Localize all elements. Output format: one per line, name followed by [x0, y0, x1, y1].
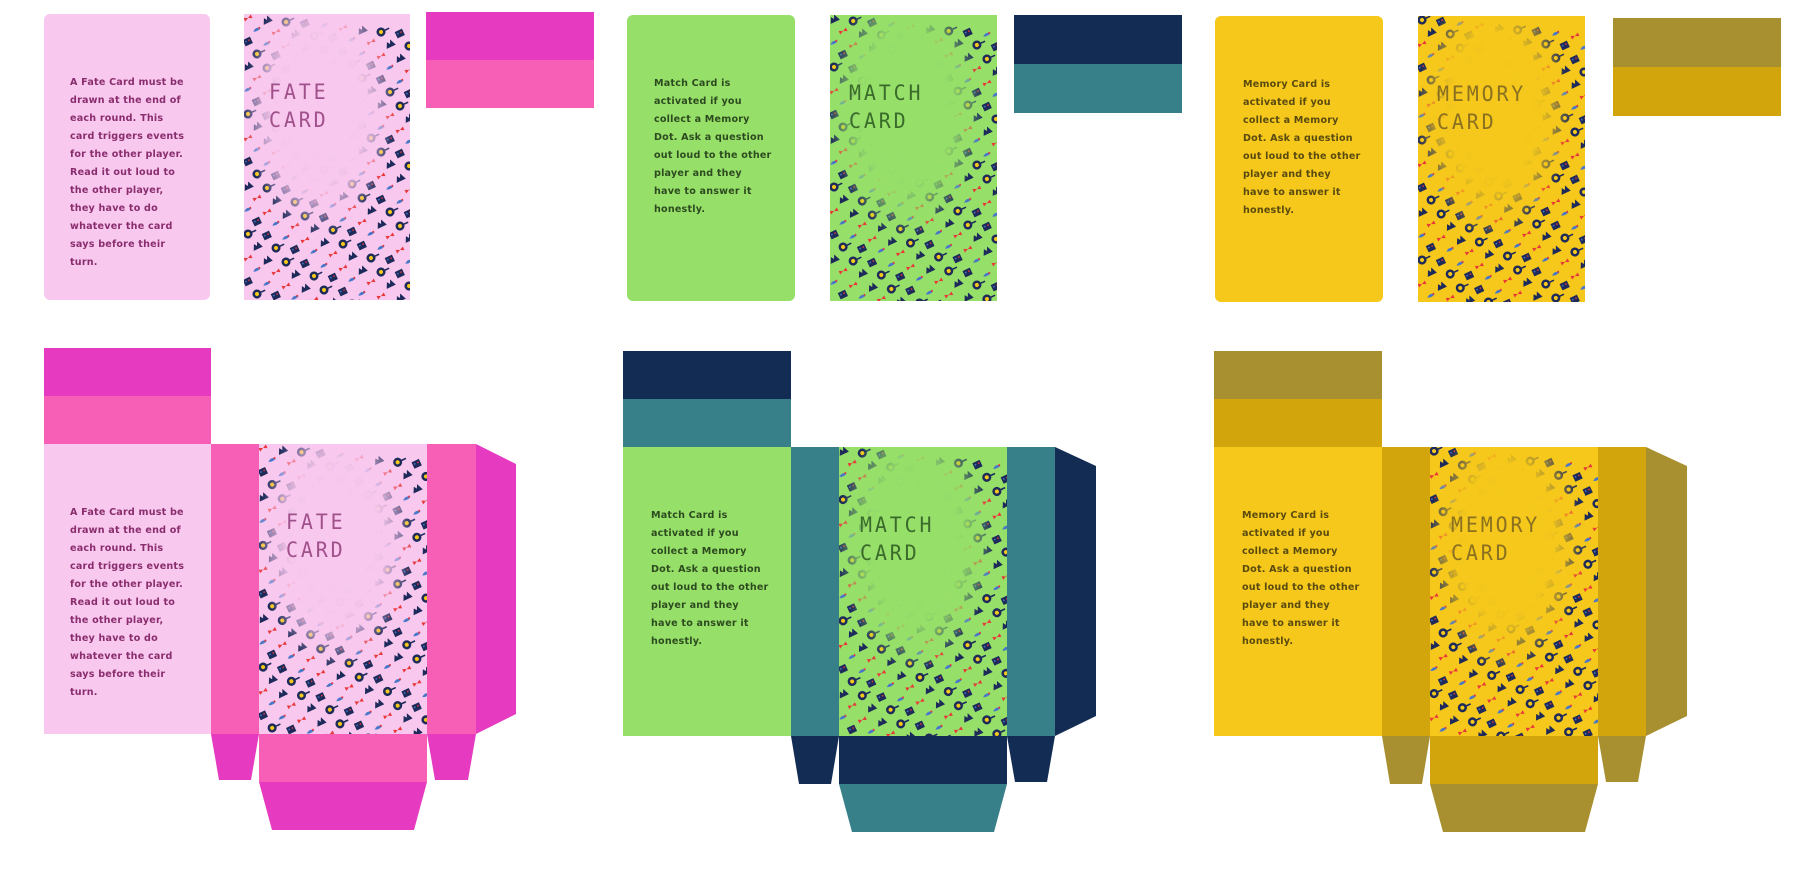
fate-card-front: FATE CARD	[244, 14, 410, 300]
card-title-line2: CARD	[860, 541, 920, 565]
match-card-front: MATCH CARD	[830, 15, 997, 301]
box-back-panel: Memory Card is activated if you collect …	[1214, 447, 1382, 736]
card-title-line2: CARD	[1451, 541, 1511, 565]
box-bottom-tab	[427, 734, 476, 780]
icon-pattern	[244, 14, 410, 300]
icon-pattern	[830, 15, 997, 301]
box-bottom-tab	[1007, 736, 1055, 782]
color-swatch	[426, 12, 594, 108]
card-title: MATCH CARD	[849, 79, 923, 135]
swatch-dark	[1613, 18, 1781, 67]
box-bottom-flap	[839, 736, 1007, 784]
fate-card-back: A Fate Card must be drawn at the end of …	[44, 14, 210, 300]
icon-pattern	[1430, 447, 1598, 736]
card-title: FATE CARD	[269, 78, 328, 134]
box-bottom-flap	[259, 734, 427, 782]
card-title: MEMORY CARD	[1437, 80, 1526, 136]
box-bottom-tab	[791, 736, 839, 784]
box-side-panel	[211, 444, 259, 734]
box-side-panel	[1598, 447, 1646, 736]
card-description: A Fate Card must be drawn at the end of …	[70, 77, 185, 268]
box-top-flap-fold	[623, 399, 791, 447]
box-side-panel	[1007, 447, 1055, 736]
card-title: FATE CARD	[286, 508, 345, 564]
box-front-panel: MATCH CARD	[839, 447, 1007, 736]
card-title-line1: MATCH	[860, 513, 935, 537]
card-title-line1: MATCH	[849, 81, 924, 105]
memory-card-front: MEMORY CARD	[1418, 16, 1585, 302]
card-title-line2: CARD	[269, 108, 329, 132]
box-top-flap	[1214, 351, 1382, 399]
box-top-flap-fold	[44, 396, 211, 444]
card-title-line2: CARD	[849, 109, 909, 133]
box-bottom-closure	[1430, 784, 1598, 832]
card-description: Memory Card is activated if you collect …	[1242, 510, 1360, 647]
box-bottom-tab	[1598, 736, 1646, 782]
swatch-light	[1613, 67, 1781, 116]
color-swatch	[1613, 18, 1781, 116]
card-title: MEMORY CARD	[1451, 511, 1540, 567]
card-title-line1: FATE	[286, 510, 346, 534]
box-bottom-closure	[259, 782, 427, 830]
card-title-line1: MEMORY	[1437, 82, 1527, 106]
card-title-line2: CARD	[286, 538, 346, 562]
box-back-panel: Match Card is activated if you collect a…	[623, 447, 791, 736]
box-front-panel: MEMORY CARD	[1430, 447, 1598, 736]
box-front-panel: FATE CARD	[259, 444, 427, 734]
swatch-dark	[426, 12, 594, 60]
icon-pattern	[1418, 16, 1585, 302]
box-glue-flap	[1646, 447, 1687, 736]
box-bottom-tab	[1382, 736, 1430, 784]
box-back-panel: A Fate Card must be drawn at the end of …	[44, 444, 211, 734]
box-side-panel	[427, 444, 476, 734]
box-bottom-tab	[211, 734, 259, 780]
card-title: MATCH CARD	[860, 511, 934, 567]
card-description: Match Card is activated if you collect a…	[651, 510, 769, 647]
swatch-light	[426, 60, 594, 108]
box-bottom-flap	[1430, 736, 1598, 784]
card-description: Match Card is activated if you collect a…	[654, 78, 772, 215]
swatch-dark	[1014, 15, 1182, 64]
box-top-flap	[44, 348, 211, 396]
card-description: Memory Card is activated if you collect …	[1243, 79, 1361, 216]
box-top-flap	[623, 351, 791, 399]
color-swatch	[1014, 15, 1182, 113]
icon-pattern	[839, 447, 1007, 736]
box-glue-flap	[476, 444, 516, 734]
card-title-line1: MEMORY	[1451, 513, 1541, 537]
icon-pattern	[259, 444, 427, 734]
box-top-flap-fold	[1214, 399, 1382, 447]
swatch-light	[1014, 64, 1182, 113]
match-card-back: Match Card is activated if you collect a…	[627, 15, 795, 301]
memory-card-back: Memory Card is activated if you collect …	[1215, 16, 1383, 302]
box-side-panel	[791, 447, 839, 736]
card-title-line1: FATE	[269, 80, 329, 104]
card-title-line2: CARD	[1437, 110, 1497, 134]
box-bottom-closure	[839, 784, 1007, 832]
box-glue-flap	[1055, 447, 1096, 736]
card-description: A Fate Card must be drawn at the end of …	[70, 507, 185, 698]
box-side-panel	[1382, 447, 1430, 736]
